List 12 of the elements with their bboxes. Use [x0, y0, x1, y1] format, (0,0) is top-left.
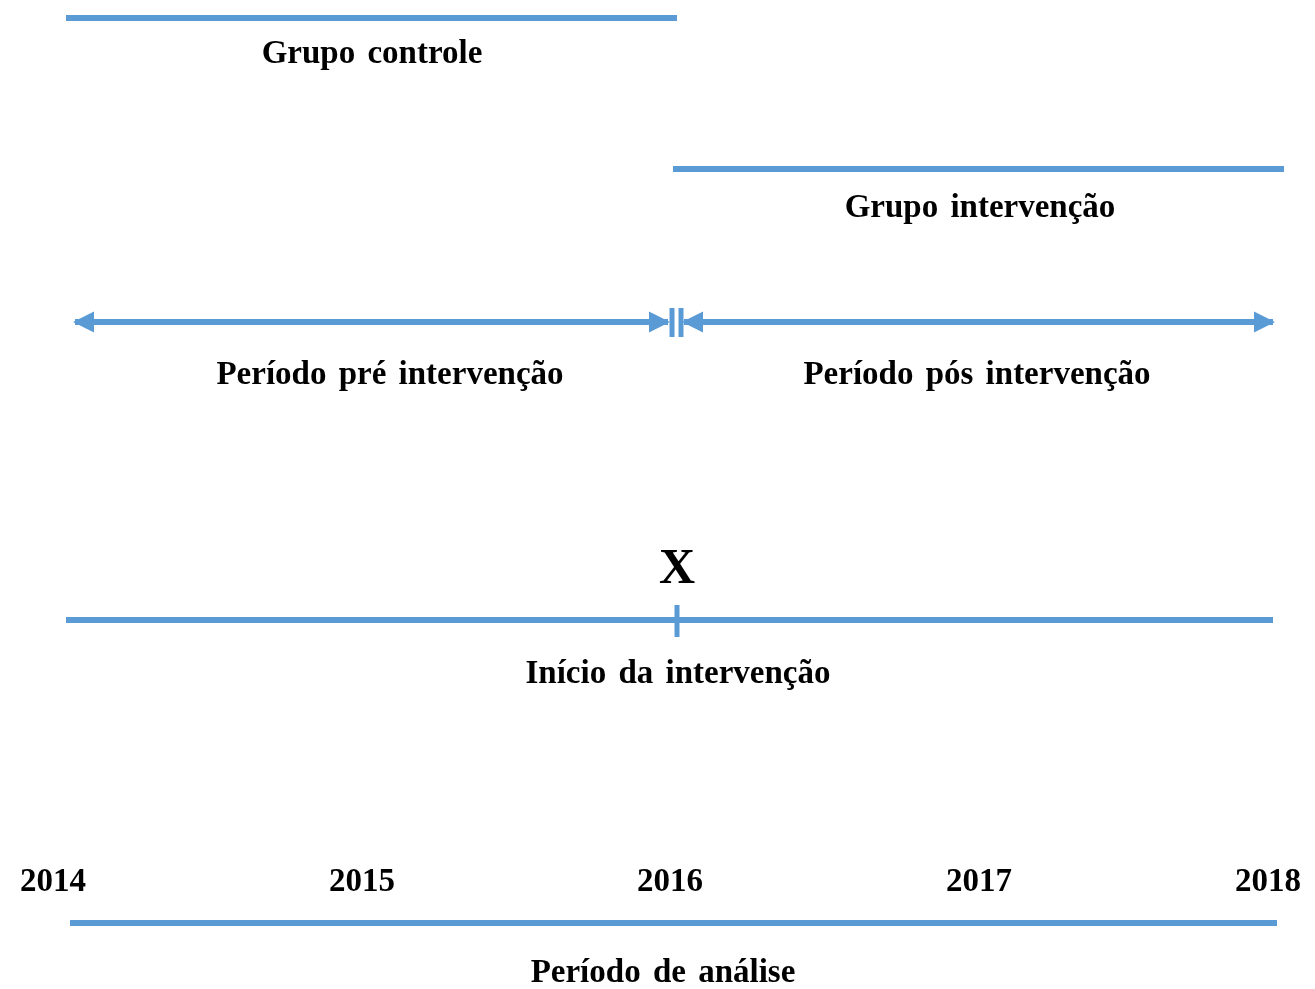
year-label: 2015	[329, 863, 395, 897]
period-label: Período de análise	[530, 954, 796, 988]
timeline-label: Início da intervenção	[525, 655, 831, 689]
period-label: Período pré intervenção	[216, 356, 564, 390]
year-label: 2014	[20, 863, 86, 897]
group-label: Grupo intervenção	[844, 189, 1116, 223]
group-label: Grupo controle	[261, 35, 483, 69]
intervention-mark: X	[658, 541, 696, 591]
year-label: 2016	[637, 863, 703, 897]
year-label: 2017	[946, 863, 1012, 897]
period-label: Período pós intervenção	[803, 356, 1151, 390]
year-label: 2018	[1235, 863, 1301, 897]
